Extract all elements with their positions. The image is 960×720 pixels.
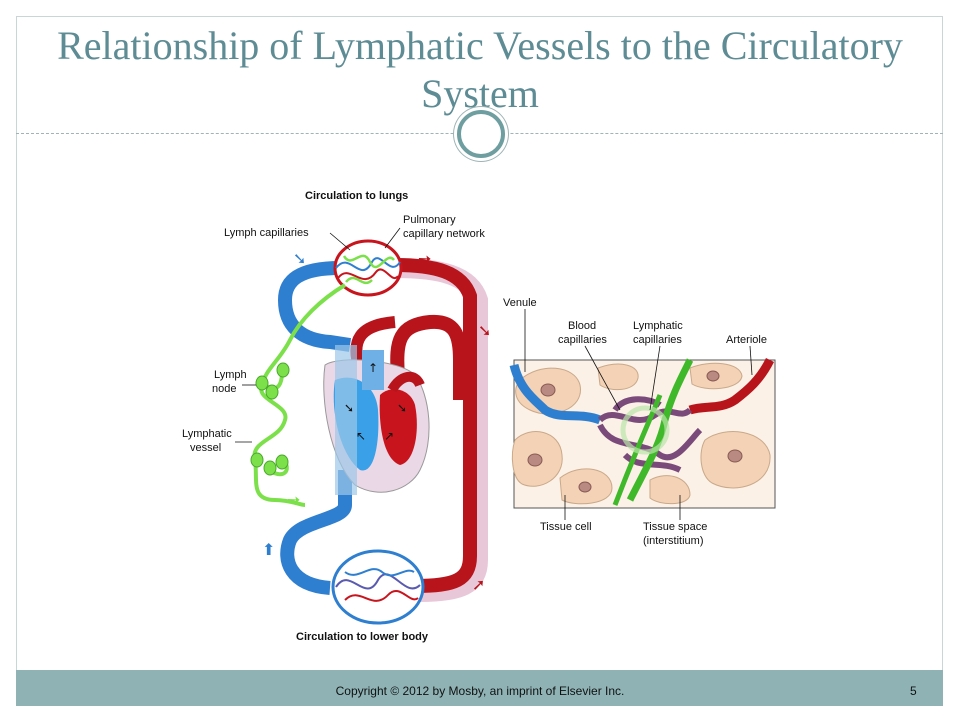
page-number: 5 bbox=[910, 684, 917, 698]
slide-title: Relationship of Lymphatic Vessels to the… bbox=[57, 23, 903, 116]
svg-text:↖: ↖ bbox=[356, 429, 366, 443]
label-pulmonary-2: capillary network bbox=[403, 228, 485, 240]
label-lymph-node-1: Lymph bbox=[214, 369, 247, 381]
leader-blood-capillaries bbox=[584, 345, 621, 411]
svg-text:↑: ↑ bbox=[368, 361, 378, 375]
pulmonary-capillary-network bbox=[333, 239, 403, 297]
label-circulation-to-lower-body: Circulation to lower body bbox=[296, 631, 429, 643]
leader-lymph-capillaries bbox=[329, 232, 351, 251]
label-lymphatic-vessel-1: Lymphatic bbox=[182, 428, 232, 440]
label-lymphatic-capillaries-2: capillaries bbox=[633, 334, 682, 346]
label-blood-capillaries-2: capillaries bbox=[558, 334, 607, 346]
leader-arteriole bbox=[749, 345, 753, 376]
svg-text:⬆: ⬆ bbox=[262, 540, 275, 559]
label-lymphatic-capillaries-1: Lymphatic bbox=[633, 320, 683, 332]
svg-text:➘: ➘ bbox=[293, 249, 306, 268]
decorative-ring-icon bbox=[457, 110, 505, 158]
svg-text:➙: ➙ bbox=[287, 490, 300, 509]
label-lymph-node-2: node bbox=[212, 383, 236, 395]
footer-bar bbox=[16, 670, 943, 706]
label-tissue-cell: Tissue cell bbox=[540, 521, 592, 533]
heart: ➘ ➘ ↑ ↖ ↗ bbox=[323, 345, 430, 495]
label-tissue-space-2: (interstitium) bbox=[643, 535, 704, 547]
svg-text:➙: ➙ bbox=[418, 249, 431, 268]
label-lymphatic-vessel-2: vessel bbox=[190, 442, 221, 454]
label-pulmonary-1: Pulmonary bbox=[403, 214, 456, 226]
vena-cava-lower bbox=[280, 470, 352, 595]
label-circulation-to-lungs: Circulation to lungs bbox=[305, 190, 408, 202]
label-arteriole: Arteriole bbox=[726, 334, 767, 346]
svg-text:➘: ➘ bbox=[478, 321, 491, 340]
svg-text:➚: ➚ bbox=[472, 575, 485, 594]
lymph-nodes bbox=[250, 362, 290, 476]
frame-left-line bbox=[16, 16, 17, 670]
svg-text:➙: ➙ bbox=[400, 321, 413, 340]
leader-lymphatic-capillaries bbox=[649, 345, 661, 411]
label-tissue-space-1: Tissue space bbox=[643, 521, 707, 533]
vein-from-lungs bbox=[277, 261, 352, 352]
label-blood-capillaries-1: Blood bbox=[568, 320, 596, 332]
svg-text:➘: ➘ bbox=[344, 401, 354, 415]
lower-body-capillary-network bbox=[331, 549, 425, 625]
svg-text:⬅: ⬅ bbox=[312, 333, 325, 352]
frame-top-line bbox=[16, 16, 943, 17]
aorta-arch bbox=[390, 314, 467, 400]
leader-pulmonary bbox=[384, 227, 401, 249]
label-lymph-capillaries: Lymph capillaries bbox=[224, 227, 309, 239]
svg-text:➘: ➘ bbox=[397, 401, 407, 415]
flow-arrows: ➘ ➙ ➘ ➙ ⬅ ➙ ⬆ ➚ bbox=[262, 249, 491, 594]
label-venule: Venule bbox=[503, 297, 537, 309]
frame-right-line bbox=[942, 16, 943, 670]
artery-descending-vessel-core bbox=[394, 258, 477, 593]
copyright-text: Copyright © 2012 by Mosby, an imprint of… bbox=[335, 684, 625, 698]
svg-text:↗: ↗ bbox=[384, 429, 394, 443]
tissue-panel bbox=[509, 357, 776, 509]
